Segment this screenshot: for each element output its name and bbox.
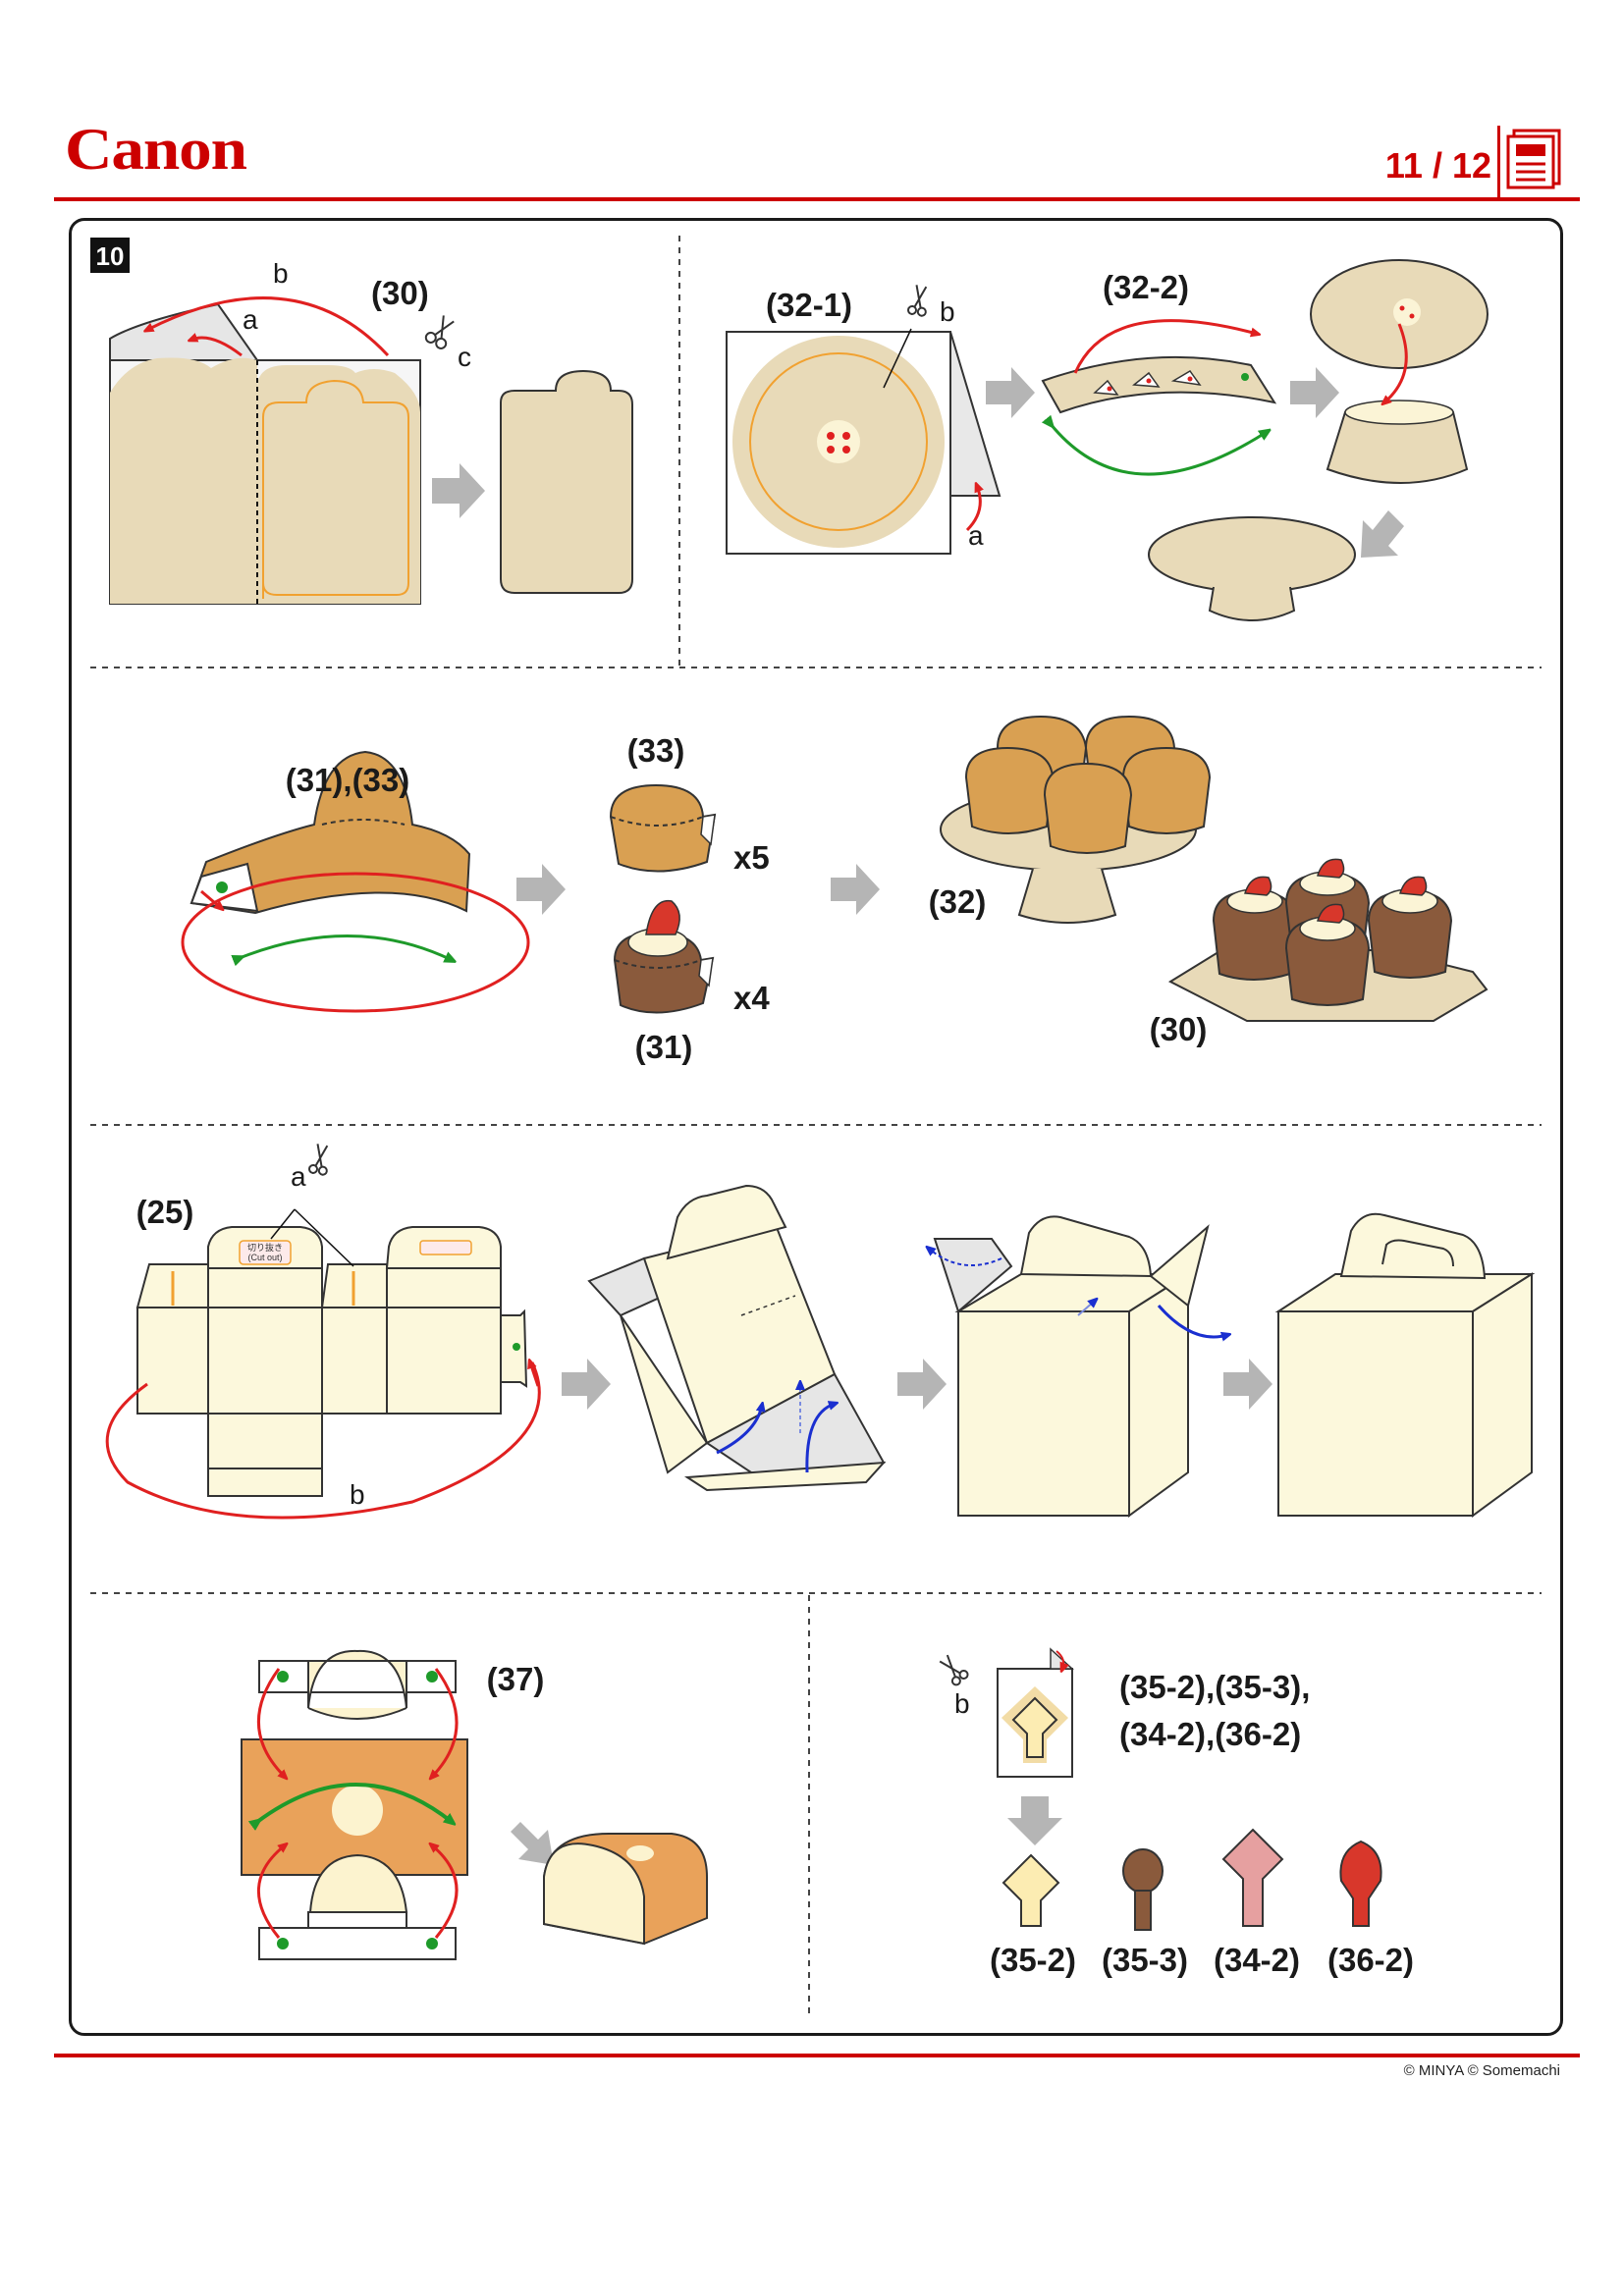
part-label-32-2: (32-2) — [1103, 269, 1189, 305]
part-label-30-tray: (30) — [1150, 1011, 1208, 1047]
scissors-icon — [939, 1654, 969, 1686]
panel-roll-cake: (37) — [241, 1649, 708, 1960]
pick-label-35-3: (35-3) — [1102, 1942, 1188, 1978]
tray-30-assembled — [1167, 858, 1489, 1022]
cut-a-label-box: a — [291, 1161, 306, 1192]
arrow-down-right-icon — [511, 1822, 554, 1865]
arrow-right-icon — [516, 864, 566, 915]
part-label-31: (31) — [635, 1029, 693, 1065]
panel-cupcakes: (31),(33) (33) x5 x4 (31) — [181, 715, 1489, 1065]
arrow-right-icon — [986, 367, 1035, 418]
pick-34-2 — [1221, 1828, 1284, 1927]
qty-33: x5 — [733, 839, 770, 876]
pick-36-2 — [1339, 1840, 1382, 1927]
cupcake-31 — [613, 899, 715, 1014]
pick-label-36-2: (36-2) — [1327, 1942, 1414, 1978]
pick-35-2 — [1001, 1853, 1060, 1927]
print-icon[interactable] — [1504, 125, 1569, 191]
step-number: 10 — [96, 241, 125, 271]
part-label-31-33: (31),(33) — [286, 762, 410, 798]
scissors-icon — [424, 315, 455, 349]
arrow-right-icon — [831, 864, 880, 915]
page-indicator: 11 / 12 — [1384, 145, 1491, 186]
cupcake-33 — [609, 783, 717, 873]
part-label-37: (37) — [487, 1661, 545, 1697]
section-dividers — [90, 236, 1542, 2014]
part-label-32: (32) — [929, 883, 987, 920]
arrow-down-icon — [1007, 1796, 1062, 1845]
arrow-right-icon — [1223, 1359, 1272, 1410]
cut-c-label: c — [458, 342, 471, 372]
cut-b-label-stand: b — [940, 296, 955, 327]
arrow-right-icon — [562, 1359, 611, 1410]
part-label-33: (33) — [627, 732, 685, 769]
fold-a-label-stand: a — [968, 520, 984, 551]
canon-logo: Canon — [65, 117, 247, 182]
header-divider — [1497, 126, 1500, 197]
panel-picks: b (35-2),(35-3), (34-2),(36-2) (35-2) (3… — [939, 1647, 1414, 1978]
arrow-right-icon — [1290, 367, 1339, 418]
box-assembled — [1274, 1212, 1536, 1518]
pick-35-3 — [1122, 1848, 1164, 1931]
parts-line-1: (35-2),(35-3), — [1119, 1669, 1310, 1705]
scissors-icon — [307, 1144, 329, 1176]
cut-b-label-picks: b — [954, 1688, 970, 1719]
part-label-32-1: (32-1) — [766, 287, 852, 323]
cutout-label-jp: 切り抜き — [247, 1242, 283, 1253]
parts-line-2: (34-2),(36-2) — [1119, 1716, 1301, 1752]
part-label-30: (30) — [371, 275, 429, 311]
fold-b-label: b — [273, 258, 289, 289]
panel-box: (25) 切り抜き (Cut out) a — [105, 1144, 1536, 1520]
fold-b-label-box: b — [350, 1479, 365, 1510]
step-badge: 10 — [90, 238, 130, 273]
panel-tray-cut: a b c (30) — [109, 258, 633, 605]
panel-stand: a b (32-1) (32-2) — [726, 259, 1489, 621]
stand-32-assembled — [940, 715, 1212, 924]
roll-cake-assembled — [543, 1833, 708, 1946]
tray-cutout — [500, 369, 633, 594]
header-rule — [54, 197, 1580, 201]
fold-a-label: a — [243, 304, 258, 335]
part-label-25: (25) — [136, 1194, 194, 1230]
instruction-frame — [69, 218, 1563, 2036]
scissors-icon — [906, 285, 928, 317]
arrow-right-icon — [897, 1359, 947, 1410]
copyright: © MINYA © Somemachi — [1403, 2062, 1560, 2079]
footer-rule — [54, 2054, 1580, 2057]
cutout-label-en: (Cut out) — [247, 1253, 282, 1262]
pick-label-34-2: (34-2) — [1214, 1942, 1300, 1978]
arrow-down-left-icon — [1361, 510, 1404, 558]
pick-label-35-2: (35-2) — [990, 1942, 1076, 1978]
arrow-right-icon — [432, 463, 485, 518]
qty-31: x4 — [733, 980, 770, 1016]
